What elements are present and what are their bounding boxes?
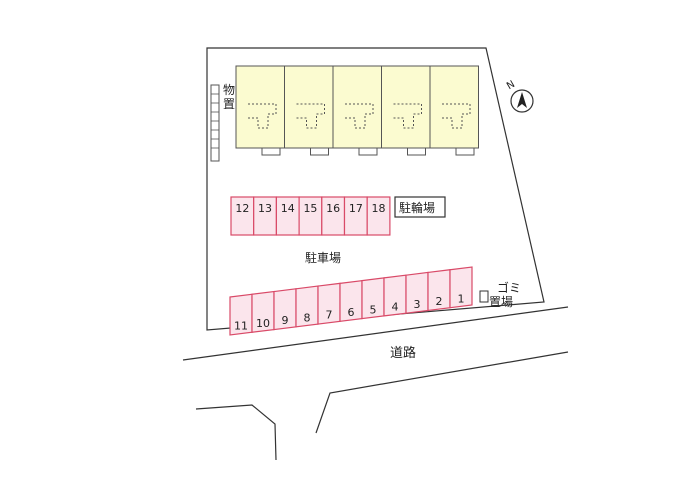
building-unit (332, 65, 382, 149)
unit-step (358, 147, 378, 156)
storage-label-char-2: 置 (223, 97, 235, 111)
unit-step (261, 147, 281, 156)
parking-space: 15 (298, 196, 323, 236)
parking-space: 7 (317, 282, 341, 325)
parking-space-number: 9 (282, 314, 289, 327)
unit-dashed-outline (296, 103, 325, 129)
road-edge-lower-right (315, 351, 569, 434)
unit-dashed-outline (345, 103, 374, 129)
parking-space-number: 12 (235, 202, 249, 215)
garbage-bin-icon (479, 290, 489, 303)
parking-space: 5 (361, 277, 385, 320)
parking-space: 2 (427, 269, 451, 312)
building-unit (284, 65, 334, 149)
unit-step (310, 147, 329, 156)
building-unit (381, 65, 431, 149)
parking-space-number: 4 (392, 301, 399, 314)
parking-space-number: 13 (258, 202, 272, 215)
building-unit (235, 65, 285, 149)
parking-space: 18 (366, 196, 391, 236)
parking-space: 10 (251, 290, 275, 333)
parking-space: 3 (405, 271, 429, 314)
parking-space-number: 5 (370, 303, 377, 316)
unit-dashed-outline (393, 103, 422, 129)
parking-space: 13 (253, 196, 277, 236)
parking-space-number: 1 (458, 292, 465, 305)
parking-space: 9 (273, 288, 297, 331)
unit-dashed-outline (248, 103, 277, 129)
parking-row-lower: 11 10 9 8 7 6 5 4 3 2 1 (229, 266, 473, 336)
parking-space-number: 16 (326, 202, 340, 215)
parking-row-upper: 12 13 14 15 16 17 18 (230, 196, 391, 236)
parking-space: 12 (230, 196, 255, 236)
road-edge-lower-left (195, 404, 277, 461)
parking-space-number: 3 (414, 298, 421, 311)
building (235, 65, 479, 156)
parking-space-number: 14 (281, 202, 295, 215)
parking-space: 14 (275, 196, 300, 236)
garbage-label: ゴミ 置場 (489, 280, 525, 309)
garbage-label-line-1: ゴミ (497, 280, 521, 295)
parking-space-number: 2 (436, 295, 443, 308)
storage-label-char-1: 物 (223, 83, 235, 97)
parking-space: 1 (449, 266, 473, 309)
compass-label: N (505, 79, 517, 92)
parking-space-number: 10 (256, 317, 270, 330)
garbage-label-line-2: 置場 (489, 295, 513, 309)
parking-space: 17 (343, 196, 368, 236)
parking-space: 8 (295, 285, 319, 328)
storage-label: 物 置 (223, 83, 239, 111)
road-edge-upper (182, 306, 569, 361)
bicycle-parking-box (394, 196, 446, 218)
parking-space-number: 6 (348, 306, 355, 319)
building-unit (429, 65, 479, 149)
parking-space-number: 18 (372, 202, 386, 215)
unit-step (407, 147, 426, 156)
parking-space-box (366, 196, 391, 236)
storage-shed (210, 84, 220, 162)
parking-space: 6 (339, 279, 363, 323)
parking-space-number: 15 (303, 202, 317, 215)
parking-space-number: 8 (304, 311, 311, 324)
parking-space-number: 11 (234, 320, 248, 333)
parking-space: 16 (321, 196, 346, 236)
unit-step (455, 147, 475, 156)
parking-space: 4 (383, 274, 407, 317)
parking-space-number: 17 (349, 202, 363, 215)
unit-dashed-outline (442, 103, 471, 129)
bicycle-parking-label: 駐輪場 (399, 200, 435, 215)
parking-space: 11 (229, 293, 253, 336)
parking-label: 駐車場 (305, 250, 341, 265)
parking-space-number: 7 (326, 309, 333, 322)
road-label: 道路 (390, 345, 416, 361)
compass-north-icon: N (505, 79, 534, 113)
parking-space-box (449, 266, 473, 309)
